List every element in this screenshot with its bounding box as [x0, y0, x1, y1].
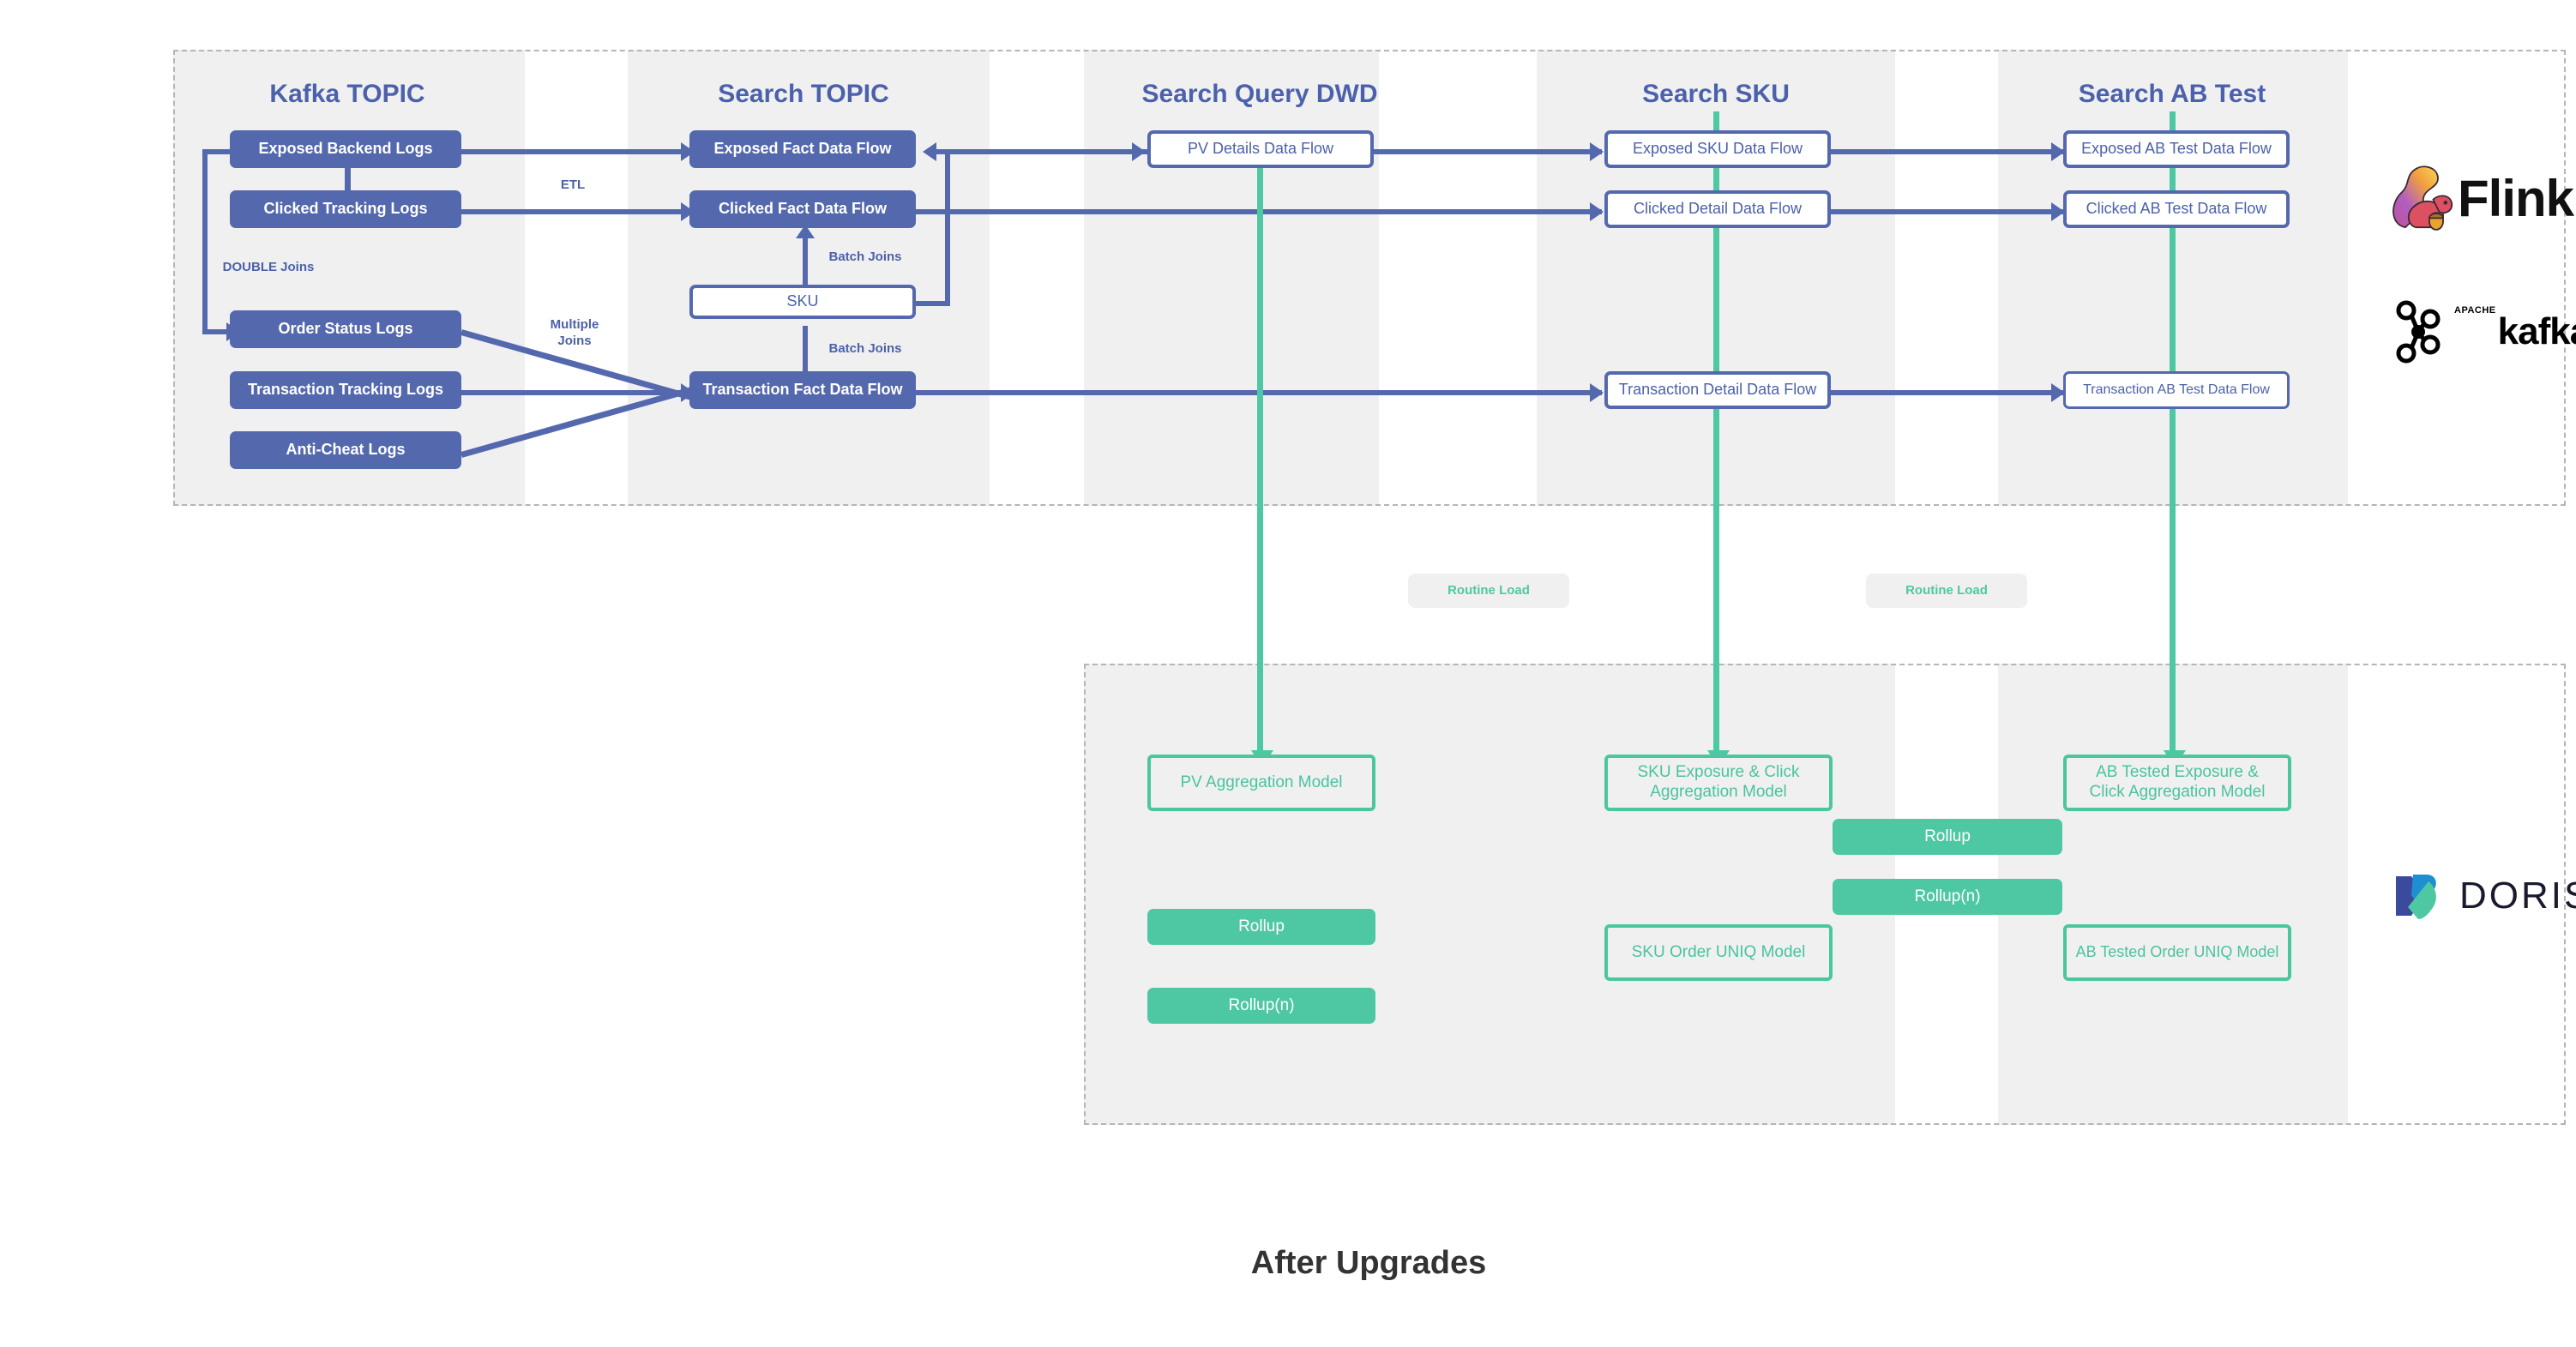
node-transaction-detail-data-flow[interactable]: Transaction Detail Data Flow — [1604, 371, 1831, 409]
node-pv-rollup[interactable]: Rollup — [1147, 909, 1375, 945]
node-exposed-ab-test-data-flow[interactable]: Exposed AB Test Data Flow — [2063, 130, 2290, 168]
node-transaction-tracking-logs[interactable]: Transaction Tracking Logs — [230, 371, 461, 409]
edge-transaction-detail-to-transaction-ab — [1831, 390, 2063, 395]
band-kafka-topic — [173, 50, 525, 506]
node-sku-order-uniq-model[interactable]: SKU Order UNIQ Model — [1604, 924, 1833, 981]
edge-label-multiple-joins: Multiple Joins — [550, 317, 599, 348]
edge-exposed-sku-to-exposed-ab — [1831, 149, 2063, 154]
band-search-topic — [628, 50, 990, 506]
band-query-dwd — [1084, 50, 1379, 506]
doris-logo-text: DORIS — [2459, 875, 2576, 917]
column-title-search-topic: Search TOPIC — [718, 80, 889, 108]
edge-sku-right-riser — [945, 149, 950, 304]
node-ab-tested-exposure-click-aggregation-model[interactable]: AB Tested Exposure & Click Aggregation M… — [2063, 755, 2291, 811]
edge-double-joins-top — [202, 149, 233, 154]
arrowhead-pv-details — [1132, 142, 1146, 161]
node-order-status-logs[interactable]: Order Status Logs — [230, 310, 461, 348]
node-sku-ab-rollup-n[interactable]: Rollup(n) — [1833, 879, 2062, 915]
edge-sku-to-transaction-fact — [803, 326, 808, 379]
edge-sku-to-clicked-fact — [803, 232, 808, 297]
green-edge-pv-to-doris — [1257, 165, 1263, 756]
edge-double-joins-bottom — [202, 329, 228, 334]
arrowhead-sku-up — [796, 225, 815, 238]
column-title-search-ab-test: Search AB Test — [2078, 80, 2266, 108]
green-edge-sku-to-doris — [1713, 111, 1719, 756]
edge-label-double-joins: DOUBLE Joins — [222, 260, 315, 274]
green-edge-ab-to-doris — [2170, 111, 2176, 756]
flink-logo-text: Flink — [2458, 169, 2574, 227]
kafka-mark-icon — [2396, 300, 2441, 364]
badge-routine-load-sku: Routine Load — [1866, 574, 2027, 608]
edge-sku-riser-to-exposed-fact — [936, 149, 950, 154]
band-doris-pv — [1084, 664, 1537, 1125]
edge-label-batch-joins-down: Batch Joins — [828, 341, 902, 356]
edge-exposed-to-clicked-tracking — [345, 163, 351, 194]
edge-exposed-backend-to-exposed-fact — [461, 149, 683, 154]
page-title: After Upgrades — [1250, 1245, 1487, 1281]
node-exposed-sku-data-flow[interactable]: Exposed SKU Data Flow — [1604, 130, 1831, 168]
arrowhead-transaction-detail — [1590, 383, 1604, 402]
edge-clicked-tracking-to-clicked-fact — [461, 209, 683, 214]
doris-logo: DORIS — [2391, 869, 2576, 923]
arrowhead-exposed-sku — [1590, 142, 1604, 161]
node-pv-details-data-flow[interactable]: PV Details Data Flow — [1147, 130, 1374, 168]
node-pv-rollup-n[interactable]: Rollup(n) — [1147, 988, 1375, 1024]
arrowhead-clicked-detail — [1590, 202, 1604, 221]
doris-mark-icon — [2396, 875, 2436, 919]
badge-routine-load-pv: Routine Load — [1408, 574, 1569, 608]
node-clicked-fact-data-flow[interactable]: Clicked Fact Data Flow — [689, 190, 916, 228]
edge-double-joins-vert — [202, 149, 208, 334]
edge-pv-details-to-exposed-sku — [1374, 149, 1602, 154]
node-exposed-backend-logs[interactable]: Exposed Backend Logs — [230, 130, 461, 168]
node-clicked-detail-data-flow[interactable]: Clicked Detail Data Flow — [1604, 190, 1831, 228]
streaming-layer-container — [173, 50, 2566, 506]
doris-layer-container — [1084, 664, 2566, 1125]
edge-label-batch-joins-up: Batch Joins — [828, 250, 902, 264]
node-clicked-ab-test-data-flow[interactable]: Clicked AB Test Data Flow — [2063, 190, 2290, 228]
node-anti-cheat-logs[interactable]: Anti-Cheat Logs — [230, 431, 461, 469]
node-clicked-tracking-logs[interactable]: Clicked Tracking Logs — [230, 190, 461, 228]
column-title-search-query-dwd: Search Query DWD — [1141, 80, 1378, 108]
arrowhead-clicked-ab — [2051, 202, 2065, 221]
column-title-search-sku: Search SKU — [1642, 80, 1790, 108]
node-exposed-fact-data-flow[interactable]: Exposed Fact Data Flow — [689, 130, 916, 168]
edge-label-etl: ETL — [560, 177, 586, 192]
kafka-logo: APACHE kafka ® — [2392, 300, 2576, 364]
edge-clicked-detail-to-clicked-ab — [1831, 209, 2063, 214]
edge-sku-right-stub — [916, 301, 950, 306]
arrowhead-transaction-ab — [2051, 383, 2065, 402]
flink-logo: Flink — [2382, 159, 2574, 237]
edge-pv-details-to-exposed-fact — [945, 149, 1147, 154]
node-pv-aggregation-model[interactable]: PV Aggregation Model — [1147, 755, 1375, 811]
kafka-apache-superscript: APACHE — [2454, 305, 2496, 316]
node-transaction-fact-data-flow[interactable]: Transaction Fact Data Flow — [689, 371, 916, 409]
node-sku[interactable]: SKU — [689, 285, 916, 319]
column-title-kafka-topic: Kafka TOPIC — [269, 80, 425, 108]
arrowhead-exposed-fact-left — [923, 142, 936, 161]
node-sku-exposure-click-aggregation-model[interactable]: SKU Exposure & Click Aggregation Model — [1604, 755, 1833, 811]
kafka-logo-text: kafka — [2497, 310, 2576, 352]
node-ab-tested-order-uniq-model[interactable]: AB Tested Order UNIQ Model — [2063, 924, 2291, 981]
edge-transaction-tracking-to-transaction-fact — [461, 390, 683, 395]
node-sku-ab-rollup[interactable]: Rollup — [1833, 819, 2062, 855]
node-transaction-ab-test-data-flow[interactable]: Transaction AB Test Data Flow — [2063, 371, 2290, 409]
flink-squirrel-icon — [2392, 165, 2453, 231]
arrowhead-exposed-ab — [2051, 142, 2065, 161]
